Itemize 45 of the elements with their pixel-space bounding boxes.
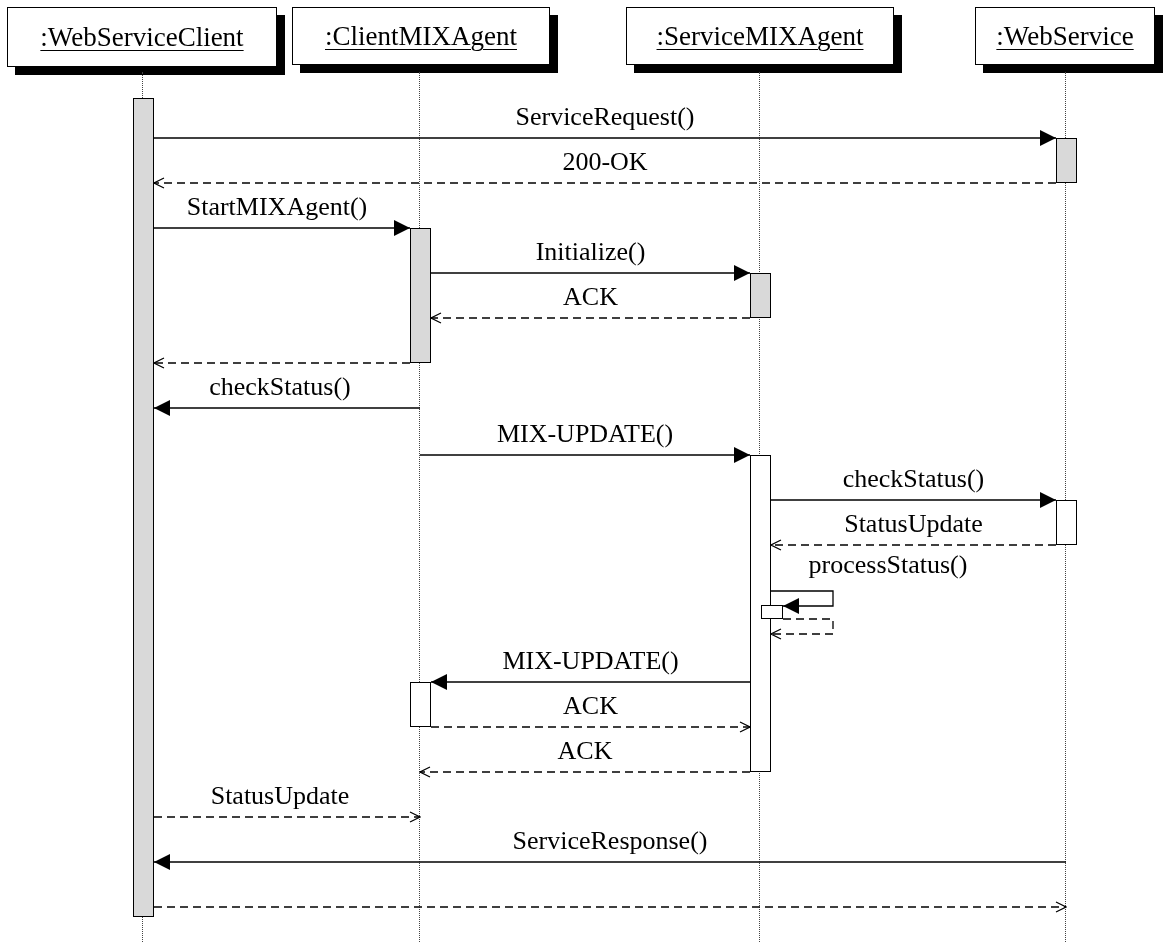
edge-label: checkStatus() [842,464,985,494]
activation-bar [1056,500,1077,545]
activation-bar [750,455,771,772]
message-arrow [153,400,421,416]
return-arrow [153,811,421,823]
return-arrow [153,901,1067,913]
return-arrow [419,766,751,778]
activation-bar [1056,138,1077,183]
return-arrow [153,357,411,369]
edge-label: 200-OK [562,147,648,177]
edge-label: checkStatus() [209,372,351,402]
return-arrow [770,539,1057,551]
edge-label: ACK [563,691,618,721]
edge-label: MIX-UPDATE() [496,419,674,449]
activation-bar [761,605,783,619]
message-arrow [419,447,751,463]
edge-label: MIX-UPDATE() [502,646,679,676]
object-name: :WebServiceClient [40,20,244,54]
return-arrow [430,721,751,733]
object-name: :WebService [996,19,1134,53]
message-arrow [770,492,1057,508]
edge-label: ACK [557,736,613,766]
object-name: :ServiceMIXAgent [656,19,864,53]
edge-label: StatusUpdate [210,781,350,811]
edge-label: processStatus() [808,550,968,580]
return-arrow [153,177,1057,189]
edge-label: ACK [563,282,618,312]
edge-label: StatusUpdate [844,509,983,539]
activation-bar [410,228,431,363]
activation-bar [133,98,154,917]
activation-bar [750,273,771,318]
message-arrow [153,854,1067,870]
edge-label: ServiceRequest() [515,102,695,132]
message-arrow [770,590,834,614]
return-arrow [430,312,751,324]
edge-label: Initialize() [535,237,646,267]
activation-bar [410,682,431,727]
message-arrow [153,220,411,236]
message-arrow [430,265,751,281]
message-arrow [430,674,751,690]
message-arrow [153,130,1057,146]
return-arrow [770,618,834,640]
edge-label: StartMIXAgent() [186,192,368,222]
edge-label: ServiceResponse() [512,826,708,856]
object-name: :ClientMIXAgent [325,19,517,53]
